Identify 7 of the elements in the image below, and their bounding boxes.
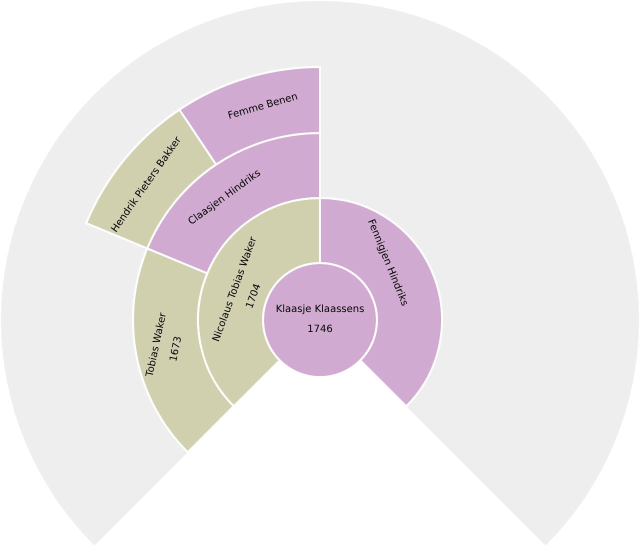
birth-year: 1673 (170, 336, 185, 362)
birth-year: 1704 (245, 282, 264, 310)
person-name: Tobias Waker (146, 312, 170, 378)
person-name: Klaasje Klaassens (276, 305, 364, 315)
fan-segment (178, 66, 321, 166)
person-name: Femme Benen (227, 92, 300, 122)
birth-year: 1746 (307, 325, 333, 335)
